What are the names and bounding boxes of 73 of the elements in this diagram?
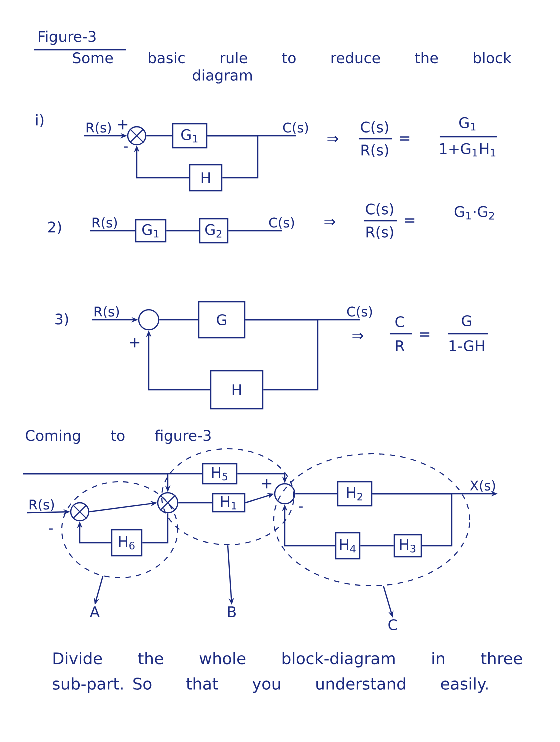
region-letter: A [90,606,100,618]
summing-junction [70,502,90,522]
region-letter: B [228,606,236,618]
signal-line [228,230,282,232]
numerator: C(s) [361,121,388,135]
sign-label: + [130,338,140,348]
denominator: 1-GH [450,340,484,352]
item-number: 3) [56,313,68,327]
numerator: G [462,315,472,327]
signal-label: R(s) [92,218,118,230]
dashed-region [273,453,471,587]
signal-label: R(s) [94,306,120,318]
block-box: G [198,301,246,339]
block-box: H [210,370,264,410]
equals-sign: = [405,218,415,223]
numerator: C(s) [366,203,394,217]
region-letter: C [388,619,398,631]
equals-sign: = [400,136,410,141]
equation-result: G$_{1}$·G$_{2}$ [454,206,494,220]
note-text: Divide the whole block-diagram in three sub-part. So that you understand easily. [53,652,522,694]
block-box: H$_{4}$ [335,532,361,560]
signal-label: R(s) [30,500,54,512]
block-box: H$_{1}$ [212,493,246,513]
block-box: G$_{2}$ [199,218,229,244]
subtitle-text: Some basic rule to reduce the block diagram [73,52,512,84]
summing-junction [138,309,160,331]
signal-label: C(s) [347,306,372,318]
numerator: C [396,316,404,328]
item-number: 2) [48,221,62,235]
sign-label: + [262,479,272,489]
signal-line [142,514,169,544]
denominator: R(s) [362,144,388,158]
block-box: H [189,164,223,192]
signal-line [160,319,198,321]
signal-line [296,493,338,495]
summing-junction [274,483,296,505]
section-heading: Coming to figure-3 [26,430,211,444]
signal-line [246,319,319,391]
signal-line [166,230,200,232]
block-box: H$_{2}$ [337,481,373,507]
signal-line [208,135,259,179]
figure-title: Figure-3 [34,30,126,51]
sign-label: + [118,120,128,130]
signal-label: C(s) [269,218,294,230]
dashed-region [61,481,179,579]
sign-label: - [124,146,128,148]
denominator: 1+G$_{1}$H$_{1}$ [440,143,496,157]
signal-line [178,502,212,504]
block-box: H$_{3}$ [394,534,422,558]
denominator: R(s) [366,226,394,240]
implies-sign: ⇒ [352,333,364,340]
signal-line [90,230,136,232]
numerator: G$_{1}$ [460,117,476,131]
block-box: G$_{1}$ [135,219,167,243]
block-box: H$_{6}$ [111,529,143,557]
signal-label: R(s) [86,122,112,134]
denominator: R [396,340,405,352]
item-number: i) [36,114,44,128]
summing-junction [157,492,179,514]
signal-line [360,545,394,547]
summing-junction [127,126,147,146]
signal-line [146,135,172,137]
sign-label: - [299,506,303,508]
sign-label: - [49,528,53,530]
dashed-region [161,448,295,546]
signal-label: X(s) [470,480,496,492]
signal-label: C(s) [283,122,308,134]
signal-line [372,493,453,547]
implies-sign: ⇒ [328,136,338,142]
equals-sign: = [420,332,430,337]
implies-sign: ⇒ [324,219,336,226]
block-box: G$_{1}$ [172,123,208,149]
block-box: H$_{5}$ [202,463,238,485]
